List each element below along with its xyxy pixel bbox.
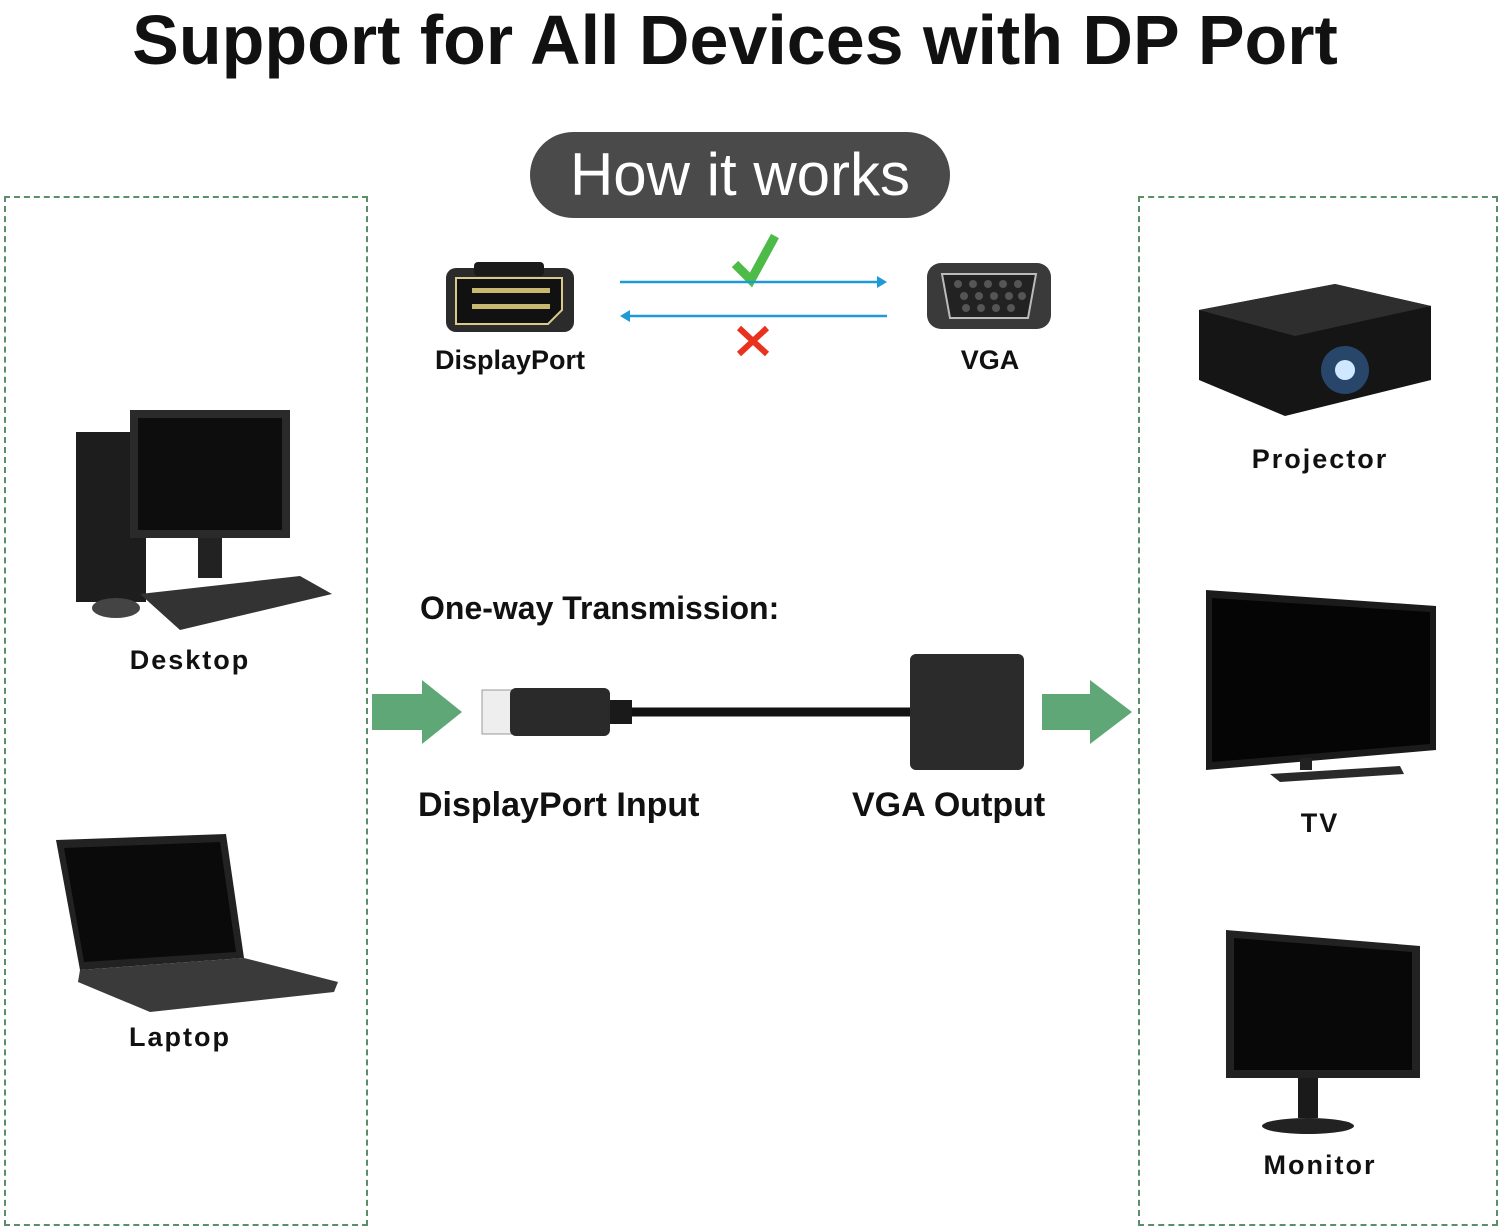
displayport-input-label: DisplayPort Input [418,786,700,824]
input-devices-panel [4,196,368,1226]
tv-label: TV [1300,808,1340,838]
how-it-works-badge: How it works [530,132,950,218]
output-devices-panel [1138,196,1498,1226]
monitor-image [1226,930,1420,1134]
vga-connector-icon [927,263,1051,329]
laptop-image [56,834,338,1012]
transmission-heading: One-way Transmission: [420,590,780,626]
desktop-image [76,410,332,630]
monitor-label: Monitor [1263,1150,1377,1180]
page-title: Support for All Devices with DP Port [132,1,1338,79]
displayport-connector-icon [446,262,574,332]
projector-image [1199,284,1431,416]
laptop-label: Laptop [129,1022,231,1052]
displayport-label: DisplayPort [434,345,586,375]
desktop-label: Desktop [129,645,251,675]
projector-label: Projector [1251,444,1389,474]
vga-output-label: VGA Output [852,786,1046,824]
vga-adapter-icon [910,654,1024,770]
direction-arrows [620,233,887,357]
cross-icon [736,325,770,357]
dp-plug-icon [510,688,610,736]
input-arrow-icon [372,680,462,744]
check-icon [731,233,779,288]
output-arrow-icon [1042,680,1132,744]
vga-label: VGA [960,345,1020,375]
adapter-diagram [372,654,1132,770]
tv-image [1206,590,1436,782]
